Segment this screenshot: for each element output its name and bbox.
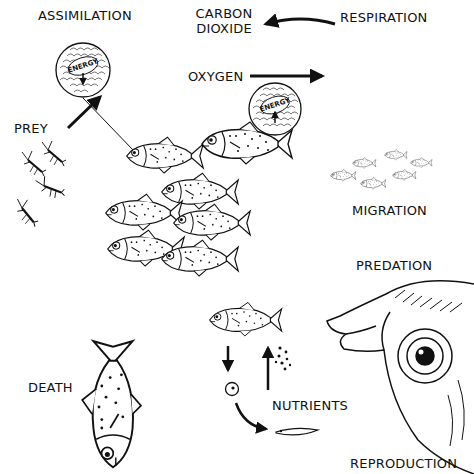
life-cycle <box>226 383 239 396</box>
nutrient-dots <box>275 346 291 370</box>
predator-head <box>416 347 434 365</box>
migrating-fish <box>385 150 408 161</box>
nutrient-dots <box>278 355 281 358</box>
dead-fish <box>82 341 141 467</box>
prey-krill <box>13 198 41 227</box>
predator-head <box>327 281 474 474</box>
nutrient-dots <box>278 346 281 349</box>
flow-arrow <box>250 75 322 78</box>
tissue-texture <box>253 88 298 126</box>
life-cycle <box>227 346 230 370</box>
process-label: CARBON DIOXIDE <box>186 6 262 36</box>
process-label: ASSIMILATION <box>38 8 150 23</box>
nutrient-dots <box>280 361 283 364</box>
migrating-fish <box>361 177 386 189</box>
bubble-circle <box>249 83 301 135</box>
flow-arrow <box>266 19 335 24</box>
predator-head <box>407 338 443 374</box>
migrating-fish <box>393 169 416 180</box>
prey-krill <box>22 151 46 176</box>
process-label: OXYGEN <box>188 69 250 84</box>
prey-krill <box>42 141 66 166</box>
nutrient-dots <box>284 368 287 371</box>
predator-head <box>346 326 376 334</box>
life-cycle <box>276 428 318 435</box>
process-label: PREY <box>14 121 64 136</box>
nutrient-dots <box>275 361 277 363</box>
bubble-circle <box>56 43 110 97</box>
tissue-texture <box>60 48 109 92</box>
nutrient-dots <box>286 358 289 361</box>
nutrient-dots <box>289 364 291 366</box>
fish-drawing <box>174 204 251 240</box>
predator-head <box>395 290 462 312</box>
process-label: REPRODUCTION <box>350 456 474 471</box>
fish-drawing <box>106 122 292 336</box>
energy-arrow <box>274 112 276 123</box>
process-label: NUTRIENTS <box>272 398 372 413</box>
fish-drawing <box>162 240 239 276</box>
predator-head <box>398 329 452 383</box>
predator-head <box>448 380 464 446</box>
energy-bubble: ENERGY <box>248 82 302 136</box>
process-label: DEATH <box>28 380 90 395</box>
process-label: RESPIRATION <box>340 10 452 25</box>
energy-bubble: ENERGY <box>55 42 111 98</box>
predator-head <box>327 281 474 474</box>
migrating-fish <box>353 157 376 168</box>
energy-arrow <box>82 73 84 84</box>
fish-drawing <box>127 137 204 173</box>
life-cycle <box>280 430 282 432</box>
leader-line <box>83 98 133 150</box>
life-cycle <box>226 346 319 435</box>
migrating-fish <box>331 150 433 190</box>
flow-arrow <box>68 97 100 128</box>
prey-krill <box>13 141 66 227</box>
fish-drawing <box>106 194 183 230</box>
dead-fish <box>82 341 141 467</box>
nutrient-dots <box>285 351 288 354</box>
prey-krill <box>35 171 66 203</box>
migrating-fish <box>410 158 432 168</box>
process-label: PREDATION <box>356 258 468 273</box>
life-cycle <box>236 403 266 429</box>
migrating-fish <box>331 169 356 181</box>
fish-drawing <box>210 302 282 336</box>
predator-head <box>419 350 424 355</box>
fish-drawing <box>162 173 239 209</box>
process-label: MIGRATION <box>352 203 464 218</box>
predator-head <box>382 312 390 350</box>
life-cycle <box>267 348 270 390</box>
life-cycle <box>231 386 234 389</box>
